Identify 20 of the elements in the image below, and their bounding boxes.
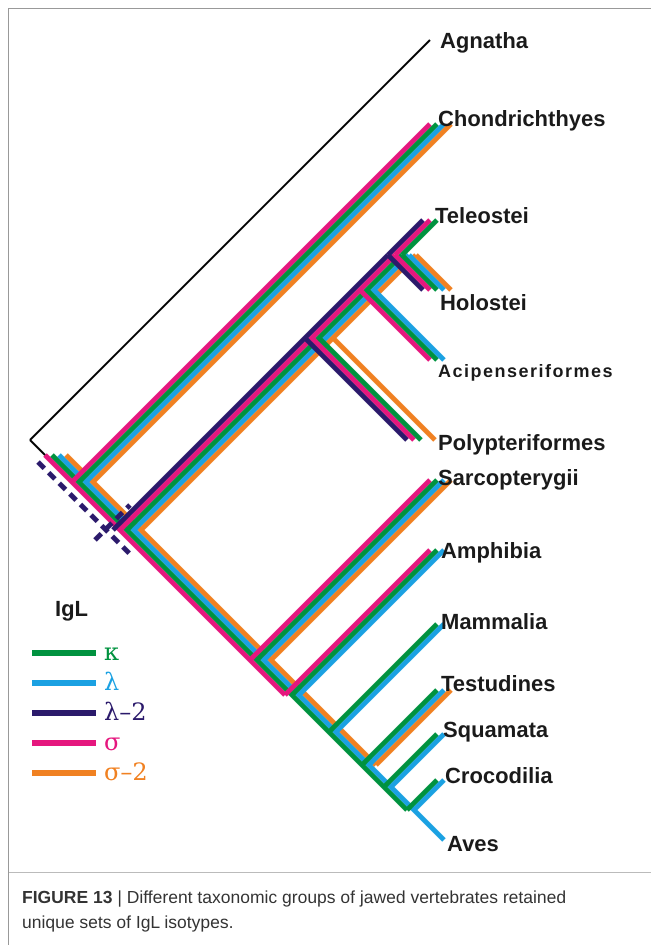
taxon-label: Teleostei: [435, 205, 529, 227]
taxon-label: Acipenseriformes: [438, 362, 614, 380]
taxon-label: Crocodilia: [445, 765, 553, 787]
legend-label: κ: [104, 640, 119, 664]
legend-label: σ–2: [104, 760, 148, 784]
figure-caption: FIGURE 13 | Different taxonomic groups of jawed vertebrates retained unique sets of IgL isotypes.: [22, 886, 568, 934]
taxon-label: Chondrichthyes: [438, 108, 606, 130]
taxon-label: Sarcopterygii: [438, 467, 579, 489]
legend-title: IgL: [55, 598, 88, 620]
legend-label: σ: [104, 730, 120, 754]
taxon-label: Aves: [447, 833, 499, 855]
taxon-label: Amphibia: [441, 540, 542, 562]
taxon-label: Mammalia: [441, 611, 548, 633]
taxon-label: Squamata: [443, 719, 548, 741]
taxon-label: Polypteriformes: [438, 432, 606, 454]
legend-label: λ–2: [104, 700, 146, 724]
legend-label: λ: [104, 670, 120, 694]
taxon-label: Testudines: [441, 673, 556, 695]
taxon-label: Agnatha: [440, 30, 528, 52]
taxon-label: Holostei: [440, 292, 527, 314]
